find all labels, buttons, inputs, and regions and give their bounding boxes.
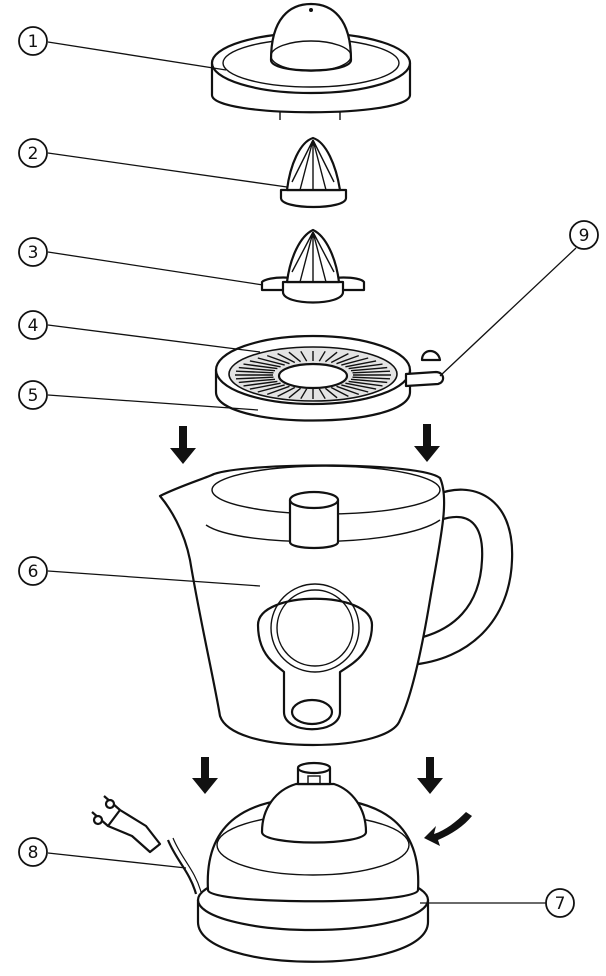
strainer-rib bbox=[266, 354, 290, 365]
callout-label-9: 9 bbox=[579, 226, 590, 246]
callout-label-6: 6 bbox=[28, 562, 39, 582]
strainer-rib bbox=[341, 384, 369, 393]
strainer-rib bbox=[318, 350, 326, 362]
strainer-rib bbox=[288, 387, 302, 399]
strainer-rib bbox=[324, 351, 338, 363]
callout-2: 2 bbox=[18, 138, 48, 168]
strainer-rib bbox=[336, 385, 360, 396]
strainer-rib bbox=[350, 378, 388, 384]
strainer-rib bbox=[277, 352, 296, 364]
arrow-down-right-lower bbox=[417, 757, 443, 794]
strainer-rib bbox=[352, 370, 391, 374]
callout-6: 6 bbox=[18, 556, 48, 586]
callout-4: 4 bbox=[18, 310, 48, 340]
strainer-rib bbox=[318, 388, 326, 400]
callout-label-4: 4 bbox=[28, 316, 39, 336]
callout-5: 5 bbox=[18, 380, 48, 410]
strainer-rib bbox=[266, 385, 290, 396]
strainer-rib bbox=[345, 360, 377, 368]
callout-label-2: 2 bbox=[28, 144, 39, 164]
part-6-jug bbox=[158, 464, 514, 747]
strainer-rib bbox=[300, 350, 308, 362]
part-4-5-strainer bbox=[214, 334, 445, 422]
part-3-large-cone bbox=[260, 228, 366, 304]
strainer-rib bbox=[324, 387, 338, 399]
strainer-rib bbox=[348, 363, 383, 370]
strainer-rib bbox=[336, 354, 360, 365]
arrow-down-right-upper bbox=[414, 424, 440, 462]
callout-label-7: 7 bbox=[555, 894, 566, 914]
part-2-small-cone bbox=[279, 136, 348, 209]
strainer-rib bbox=[352, 376, 391, 380]
strainer-rib bbox=[243, 363, 278, 370]
assembly-arrows bbox=[170, 424, 472, 846]
part-1-cover-lid bbox=[210, 2, 412, 120]
arrow-down-left-upper bbox=[170, 426, 196, 464]
callout-label-8: 8 bbox=[28, 843, 39, 863]
strainer-rib bbox=[257, 357, 285, 366]
arrow-down-left-lower bbox=[192, 757, 218, 794]
part-8-power-cord bbox=[91, 795, 202, 895]
callout-label-3: 3 bbox=[28, 243, 39, 263]
strainer-rib bbox=[249, 382, 281, 390]
strainer-rib bbox=[345, 382, 377, 390]
strainer-rib bbox=[341, 357, 369, 366]
arrow-rotate bbox=[424, 812, 472, 846]
callout-3: 3 bbox=[18, 237, 48, 267]
callout-7: 7 bbox=[545, 888, 575, 918]
strainer-rib bbox=[288, 351, 302, 363]
strainer-rib bbox=[238, 378, 276, 384]
callout-9: 9 bbox=[569, 220, 599, 250]
strainer-rib bbox=[300, 388, 308, 400]
callout-label-5: 5 bbox=[28, 386, 39, 406]
strainer-rib bbox=[350, 366, 388, 372]
strainer-rib bbox=[243, 380, 278, 387]
strainer-rib bbox=[330, 352, 349, 364]
strainer-rib bbox=[238, 366, 276, 372]
strainer-rib bbox=[330, 386, 349, 398]
strainer-rib bbox=[277, 386, 296, 398]
part-7-motor-base bbox=[196, 761, 430, 963]
leader-lines bbox=[47, 41, 577, 904]
callout-label-1: 1 bbox=[28, 32, 39, 52]
callout-1: 1 bbox=[18, 26, 48, 56]
strainer-rib bbox=[348, 380, 383, 387]
strainer-rib bbox=[235, 370, 274, 374]
strainer-rib bbox=[257, 384, 285, 393]
callout-8: 8 bbox=[18, 837, 48, 867]
strainer-rib bbox=[249, 360, 281, 368]
strainer-rib bbox=[235, 376, 274, 380]
